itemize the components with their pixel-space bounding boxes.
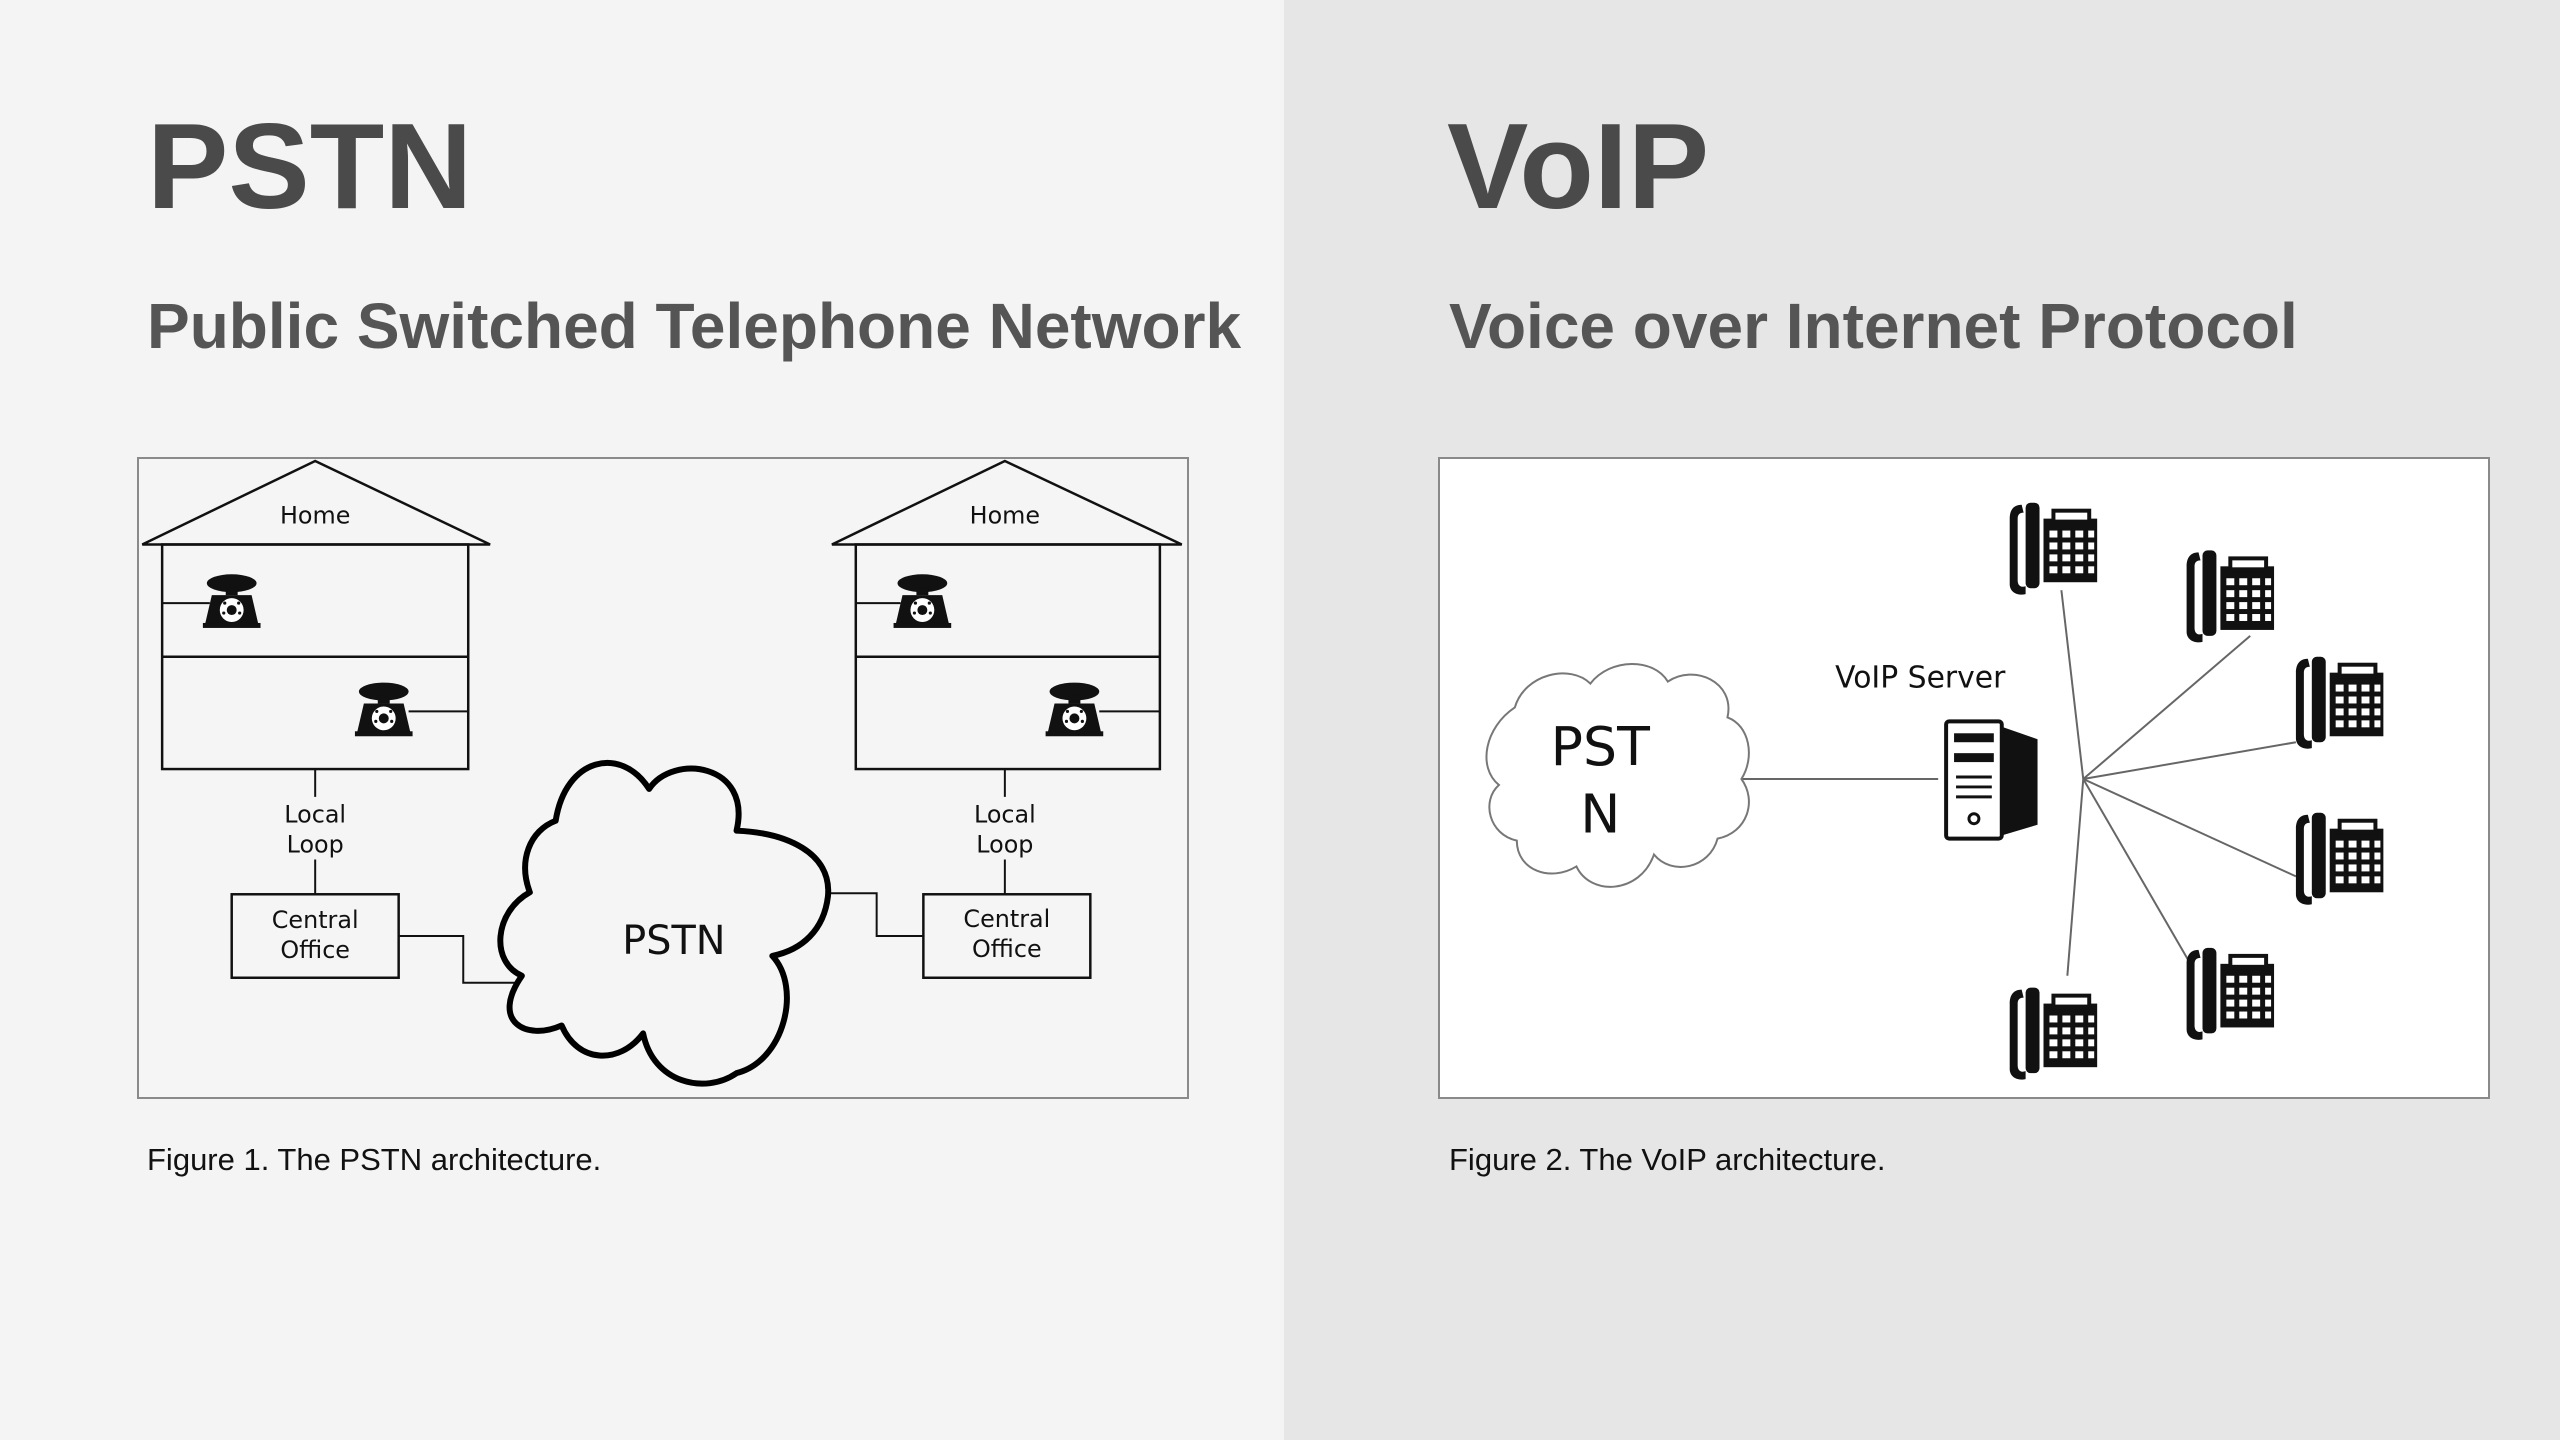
- home-right-label: Home: [970, 502, 1040, 530]
- pstn-caption: Figure 1. The PSTN architecture.: [147, 1142, 602, 1177]
- voip-architecture-figure: PST N VoIP Server: [1438, 457, 2490, 1099]
- rotary-telephone-icon: [354, 682, 413, 737]
- pstn-cloud-label: PSTN: [622, 918, 725, 964]
- pstn-title: PSTN: [147, 98, 473, 234]
- voip-subtitle: Voice over Internet Protocol: [1449, 290, 2298, 362]
- local-loop-right-line1: Local: [974, 801, 1036, 829]
- desk-phone-icon: [2295, 812, 2384, 905]
- central-office-left-line1: Central: [272, 906, 359, 934]
- pstn-subtitle: Public Switched Telephone Network: [147, 290, 1242, 362]
- local-loop-left-line2: Loop: [287, 831, 344, 859]
- local-loop-right-line2: Loop: [976, 831, 1033, 859]
- voip-server-label: VoIP Server: [1835, 661, 2006, 696]
- cloud-icon: [1485, 663, 1750, 888]
- desk-phone-icon: [2295, 656, 2384, 749]
- home-left-label: Home: [280, 502, 350, 530]
- desk-phone-icon: [2009, 987, 2098, 1080]
- pstn-cloud-label-line1: PST: [1551, 715, 1650, 778]
- left-panel: PSTN Public Switched Telephone Network: [0, 0, 1284, 1440]
- cloud-icon: [497, 760, 831, 1087]
- pstn-diagram: Home Home Local Loop: [141, 459, 1183, 1087]
- desk-phone-icon: [2186, 550, 2275, 643]
- network-links: [1741, 590, 2297, 976]
- pstn-cloud-label-line2: N: [1580, 783, 1620, 846]
- rotary-telephone-icon: [1045, 682, 1104, 737]
- home-left: Home: [141, 459, 491, 771]
- central-office-left-line2: Office: [280, 936, 350, 964]
- central-office-right-line1: Central: [963, 905, 1050, 933]
- central-office-right-line2: Office: [972, 935, 1042, 963]
- rotary-telephone-icon: [893, 574, 952, 628]
- desk-phone-icon: [2186, 947, 2275, 1040]
- voip-diagram: PST N VoIP Server: [1485, 502, 2384, 1080]
- desk-phone-icon: [2009, 502, 2098, 595]
- right-panel: VoIP Voice over Internet Protocol: [1284, 0, 2560, 1440]
- server-tower-icon: [1944, 719, 2038, 841]
- home-right: Home: [831, 459, 1183, 771]
- local-loop-left-line1: Local: [284, 801, 346, 829]
- rotary-telephone-icon: [202, 574, 261, 628]
- voip-title: VoIP: [1447, 98, 1710, 234]
- voip-caption: Figure 2. The VoIP architecture.: [1449, 1142, 1886, 1177]
- pstn-architecture-figure: Home Home Local Loop: [137, 457, 1189, 1099]
